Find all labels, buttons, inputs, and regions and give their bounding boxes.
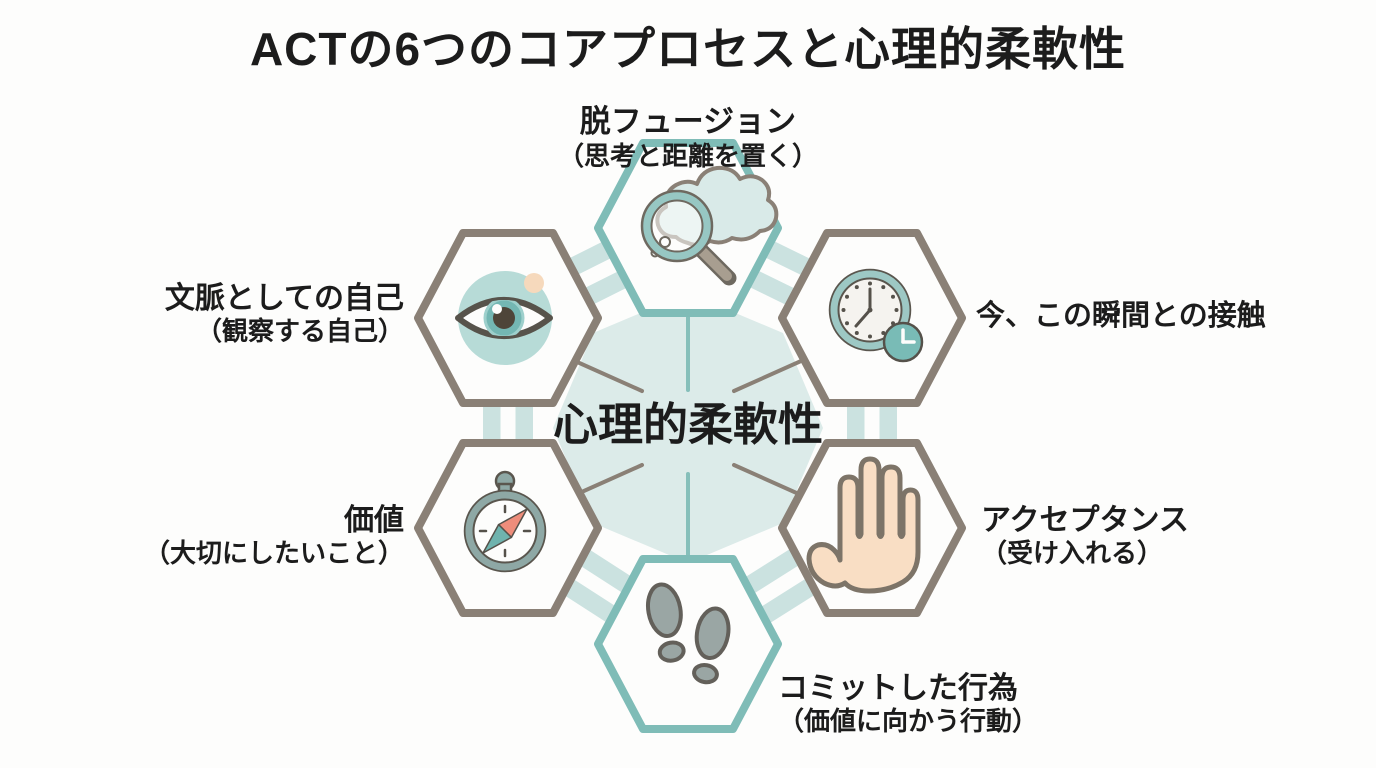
label-acceptance-sub: （受け入れる） (981, 538, 1164, 569)
center-octagon (553, 293, 823, 563)
lens-bubble-large (659, 236, 671, 248)
lens-ring (642, 191, 712, 261)
left-heel (657, 640, 686, 663)
label-defusion: 脱フュージョン （思考と距離を置く） (438, 104, 938, 171)
label-defusion-sub: （思考と距離を置く） (557, 140, 818, 171)
clock-center-dot (867, 307, 873, 313)
label-committed-action-sub: （価値に向かう行動） (778, 706, 1039, 737)
label-present-moment: 今、この瞬間との接触 (976, 299, 1336, 333)
magnifier-handle (698, 247, 732, 281)
center-label: 心理的柔軟性 (552, 399, 823, 450)
compass-ring (465, 491, 545, 571)
compass-icon (463, 470, 547, 573)
label-values: 価値 （大切にしたいこと） (128, 503, 404, 569)
eye-icon (455, 271, 553, 365)
label-acceptance-main: アクセプタンス (981, 504, 1189, 537)
label-values-main: 価値 (344, 504, 404, 537)
lens-ring-outer-edge (640, 189, 714, 263)
right-sole (694, 606, 731, 660)
footprints-icon (646, 582, 731, 685)
label-values-sub: （大切にしたいこと） (143, 538, 404, 569)
label-committed-action-main: コミットした行為 (778, 672, 1018, 705)
label-present-moment-main: 今、この瞬間との接触 (976, 300, 1266, 332)
compass-ring-inner-edge (472, 498, 538, 564)
clock-hour-hand (854, 308, 872, 328)
left-sole (646, 582, 683, 638)
clock-ring-inner-edge (837, 277, 903, 343)
lens-ring-inner-edge (650, 199, 704, 253)
hand-palm (806, 456, 921, 594)
compass-ticks (478, 504, 532, 558)
hexagon-committed-action (594, 555, 782, 733)
spoke-upper-right (732, 355, 812, 393)
open-hand-icon (806, 456, 921, 594)
label-defusion-main: 脱フュージョン (579, 104, 797, 139)
magnifier-cloud-icon (640, 165, 779, 286)
clock-ring (830, 270, 910, 350)
label-self-as-context-sub: （観察する自己） (195, 316, 404, 347)
label-acceptance: アクセプタンス （受け入れる） (981, 503, 1301, 569)
clock-icon (828, 268, 924, 363)
label-self-as-context-main: 文脈としての自己 (164, 282, 404, 315)
label-self-as-context: 文脈としての自己 （観察する自己） (128, 281, 404, 347)
page-title: ACTの6つのコアプロセスと心理的柔軟性 (249, 23, 1127, 75)
right-heel (692, 662, 719, 685)
peach-dot (524, 273, 544, 293)
eye-highlight (492, 304, 502, 314)
eye-iris-ring (483, 300, 525, 336)
label-committed-action: コミットした行為 （価値に向かう行動） (778, 671, 1108, 737)
clock-hour-marks (841, 281, 899, 339)
compass-needle-south (482, 523, 513, 554)
